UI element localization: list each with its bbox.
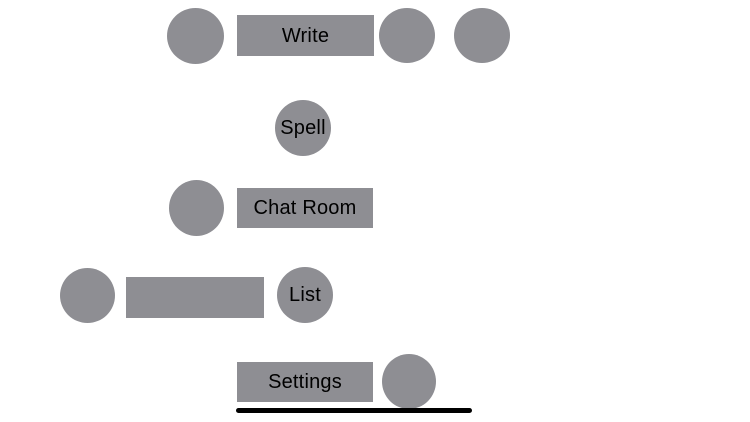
list-row-unlabeled-button[interactable] — [126, 277, 264, 318]
chat-room-button[interactable]: Chat Room — [237, 188, 373, 228]
chat-room-button-label: Chat Room — [253, 197, 357, 219]
write-button-label: Write — [281, 24, 330, 47]
write-button[interactable]: Write — [237, 15, 374, 56]
settings-button-label: Settings — [268, 371, 342, 393]
bottom-divider-line — [236, 408, 472, 413]
spell-button[interactable]: Spell — [275, 100, 331, 156]
write-row-circle-button-2[interactable] — [454, 8, 510, 63]
list-button-label: List — [289, 284, 321, 306]
spell-button-label: Spell — [280, 117, 326, 139]
settings-row-circle-button[interactable] — [382, 354, 436, 409]
list-button[interactable]: List — [277, 267, 333, 323]
write-row-circle-button-1[interactable] — [379, 8, 435, 63]
write-row-left-circle-button[interactable] — [167, 8, 224, 64]
list-row-circle-button[interactable] — [60, 268, 115, 323]
settings-button[interactable]: Settings — [237, 362, 373, 402]
chat-room-row-circle-button[interactable] — [169, 180, 224, 236]
